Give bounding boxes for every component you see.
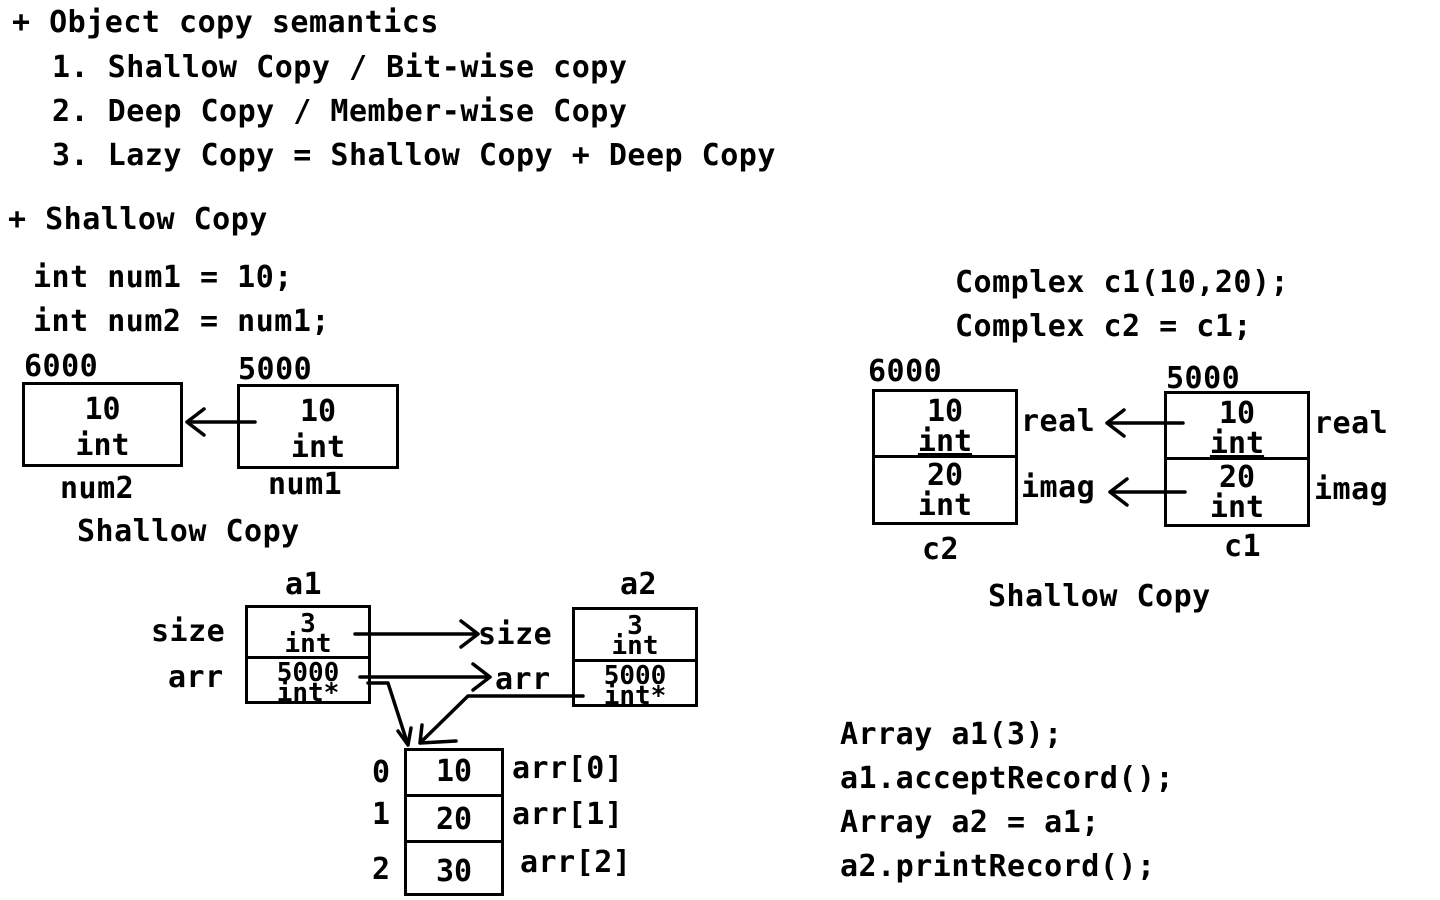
num2-value: 10 [84, 392, 121, 427]
c1-imag-value: 20 [1218, 460, 1256, 495]
c2-address: 6000 [868, 354, 943, 389]
c1-divider [1167, 457, 1307, 460]
primitive-caption: Shallow Copy [77, 514, 300, 549]
list-item-deep-copy: 2. Deep Copy / Member-wise Copy [52, 94, 628, 129]
element-label: arr[0] [512, 751, 624, 786]
a2-size-value: 3 [627, 611, 643, 641]
c2-divider [875, 455, 1015, 458]
heading-shallow-copy: + Shallow Copy [8, 202, 268, 237]
a1-size-value: 3 [300, 609, 316, 639]
element-label: arr[1] [512, 797, 624, 832]
element-value: 10 [435, 754, 473, 789]
code-line: a2.printRecord(); [840, 849, 1156, 884]
arrow-num1-to-num2 [185, 407, 257, 437]
list-item-shallow-copy: 1. Shallow Copy / Bit-wise copy [52, 50, 628, 85]
code-line: Array a1(3); [840, 717, 1063, 752]
a2-divider [575, 659, 695, 662]
code-line: Complex c2 = c1; [955, 309, 1252, 344]
complex-caption: Shallow Copy [988, 579, 1211, 614]
code-line: a1.acceptRecord(); [840, 761, 1175, 796]
heading-object-copy-semantics: + Object copy semantics [12, 5, 439, 40]
num2-name: num2 [60, 471, 135, 506]
c1-name: c1 [1224, 529, 1262, 564]
c2-real-value: 10 [926, 394, 964, 429]
a1-arr-type: int* [276, 678, 340, 708]
c1-imag-label: imag [1314, 472, 1389, 507]
arrow-a1-size-to-a2-size [353, 619, 480, 649]
c1-memory-box: 10 int 20 int [1164, 391, 1310, 527]
c2-real-type: int [917, 424, 973, 459]
code-line: Array a2 = a1; [840, 805, 1100, 840]
a1-size-label: size [151, 614, 226, 649]
a1-divider [248, 656, 368, 659]
num2-memory-box: 10 int [22, 382, 183, 467]
arrow-a1-arr-to-a2-arr [358, 662, 492, 692]
arrow-c1-imag-to-c2-imag [1108, 477, 1187, 507]
num1-value: 10 [299, 394, 337, 429]
arrow-a2-arr-to-array [418, 694, 585, 745]
num2-type: int [75, 428, 130, 463]
c2-name: c2 [922, 532, 960, 567]
c2-imag-type: int [917, 488, 973, 523]
element-index: 0 [372, 755, 391, 790]
a2-arr-value: 5000 [603, 661, 667, 691]
num1-type: int [290, 430, 346, 465]
element-index: 2 [372, 852, 391, 887]
array-memory-block: 10 20 30 [404, 748, 504, 896]
a2-size-label: size [478, 617, 553, 652]
a2-name: a2 [620, 567, 658, 602]
arrow-a1-arr-to-array [366, 681, 413, 747]
a2-size-type: int [611, 631, 659, 661]
num1-name: num1 [268, 467, 343, 502]
code-line: Complex c1(10,20); [955, 265, 1290, 300]
element-value: 30 [435, 854, 473, 889]
arrow-c1-real-to-c2-real [1105, 408, 1185, 438]
a2-object-box: 3 int 5000 int* [572, 607, 698, 711]
element-divider [407, 794, 501, 797]
c2-real-label: real [1021, 404, 1096, 439]
list-item-lazy-copy: 3. Lazy Copy = Shallow Copy + Deep Copy [52, 138, 776, 173]
c1-real-type: int [1209, 426, 1265, 461]
element-label: arr[2] [520, 845, 632, 880]
element-divider [407, 840, 501, 843]
a1-arr-value: 5000 [276, 658, 340, 688]
element-index: 1 [372, 797, 391, 832]
a2-arr-type: int* [603, 681, 667, 711]
element-value: 20 [435, 802, 473, 837]
c2-imag-label: imag [1021, 470, 1096, 505]
num1-address: 5000 [238, 352, 313, 387]
code-line: int num2 = num1; [33, 304, 330, 339]
c1-real-value: 10 [1218, 396, 1256, 431]
a2-arr-label: arr [495, 662, 551, 697]
c1-imag-type: int [1209, 490, 1265, 525]
a1-arr-label: arr [168, 660, 224, 695]
a1-object-box: 3 int 5000 int* [245, 605, 371, 708]
c2-memory-box: 10 int 20 int [872, 389, 1018, 525]
num2-address: 6000 [24, 349, 99, 384]
a1-size-type: int [284, 629, 332, 659]
c1-address: 5000 [1166, 361, 1241, 396]
c2-imag-value: 20 [926, 458, 964, 493]
num1-memory-box: 10 int [237, 384, 399, 469]
a1-name: a1 [285, 567, 323, 602]
code-line: int num1 = 10; [33, 260, 293, 295]
c1-real-label: real [1314, 406, 1389, 441]
